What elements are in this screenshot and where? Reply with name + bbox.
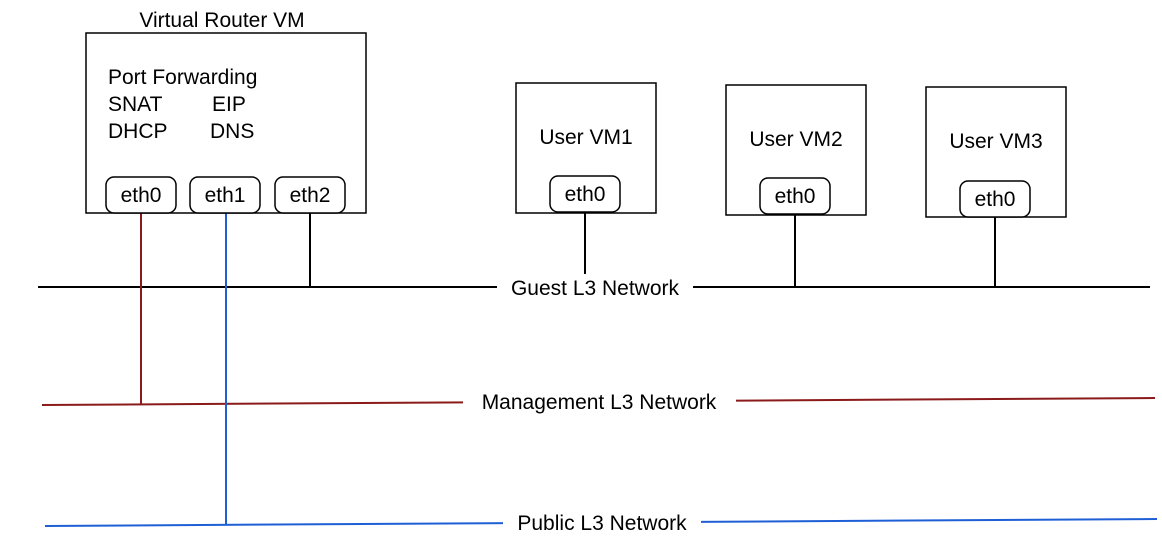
service-dhcp: DHCP <box>108 120 168 143</box>
router-eth2-port <box>274 176 346 214</box>
router-eth1-port <box>189 176 261 214</box>
user-vm3-label: User VM3 <box>949 130 1042 153</box>
router-eth2-label: eth2 <box>290 184 331 207</box>
user-vm3-eth0-port <box>959 180 1031 218</box>
router-eth0-label: eth0 <box>121 184 162 207</box>
user-vm1-eth0-label: eth0 <box>565 183 606 206</box>
service-dns: DNS <box>210 120 254 143</box>
service-eip: EIP <box>212 93 246 116</box>
router-title: Virtual Router VM <box>139 9 304 32</box>
guest-network-label: Guest L3 Network <box>511 277 680 300</box>
router-eth0-port <box>105 176 177 214</box>
user-vm1-label: User VM1 <box>539 126 632 149</box>
public-network-label: Public L3 Network <box>517 512 687 535</box>
service-snat: SNAT <box>108 93 163 116</box>
service-port-forwarding: Port Forwarding <box>108 66 257 89</box>
management-network-label: Management L3 Network <box>482 391 717 414</box>
user-vm2-eth0-port <box>759 177 831 215</box>
user-vm2-eth0-label: eth0 <box>775 185 816 208</box>
router-eth1-label: eth1 <box>205 184 246 207</box>
user-vm1-eth0-port <box>549 175 621 213</box>
user-vm2-label: User VM2 <box>749 128 842 151</box>
user-vm3-eth0-label: eth0 <box>975 188 1016 211</box>
